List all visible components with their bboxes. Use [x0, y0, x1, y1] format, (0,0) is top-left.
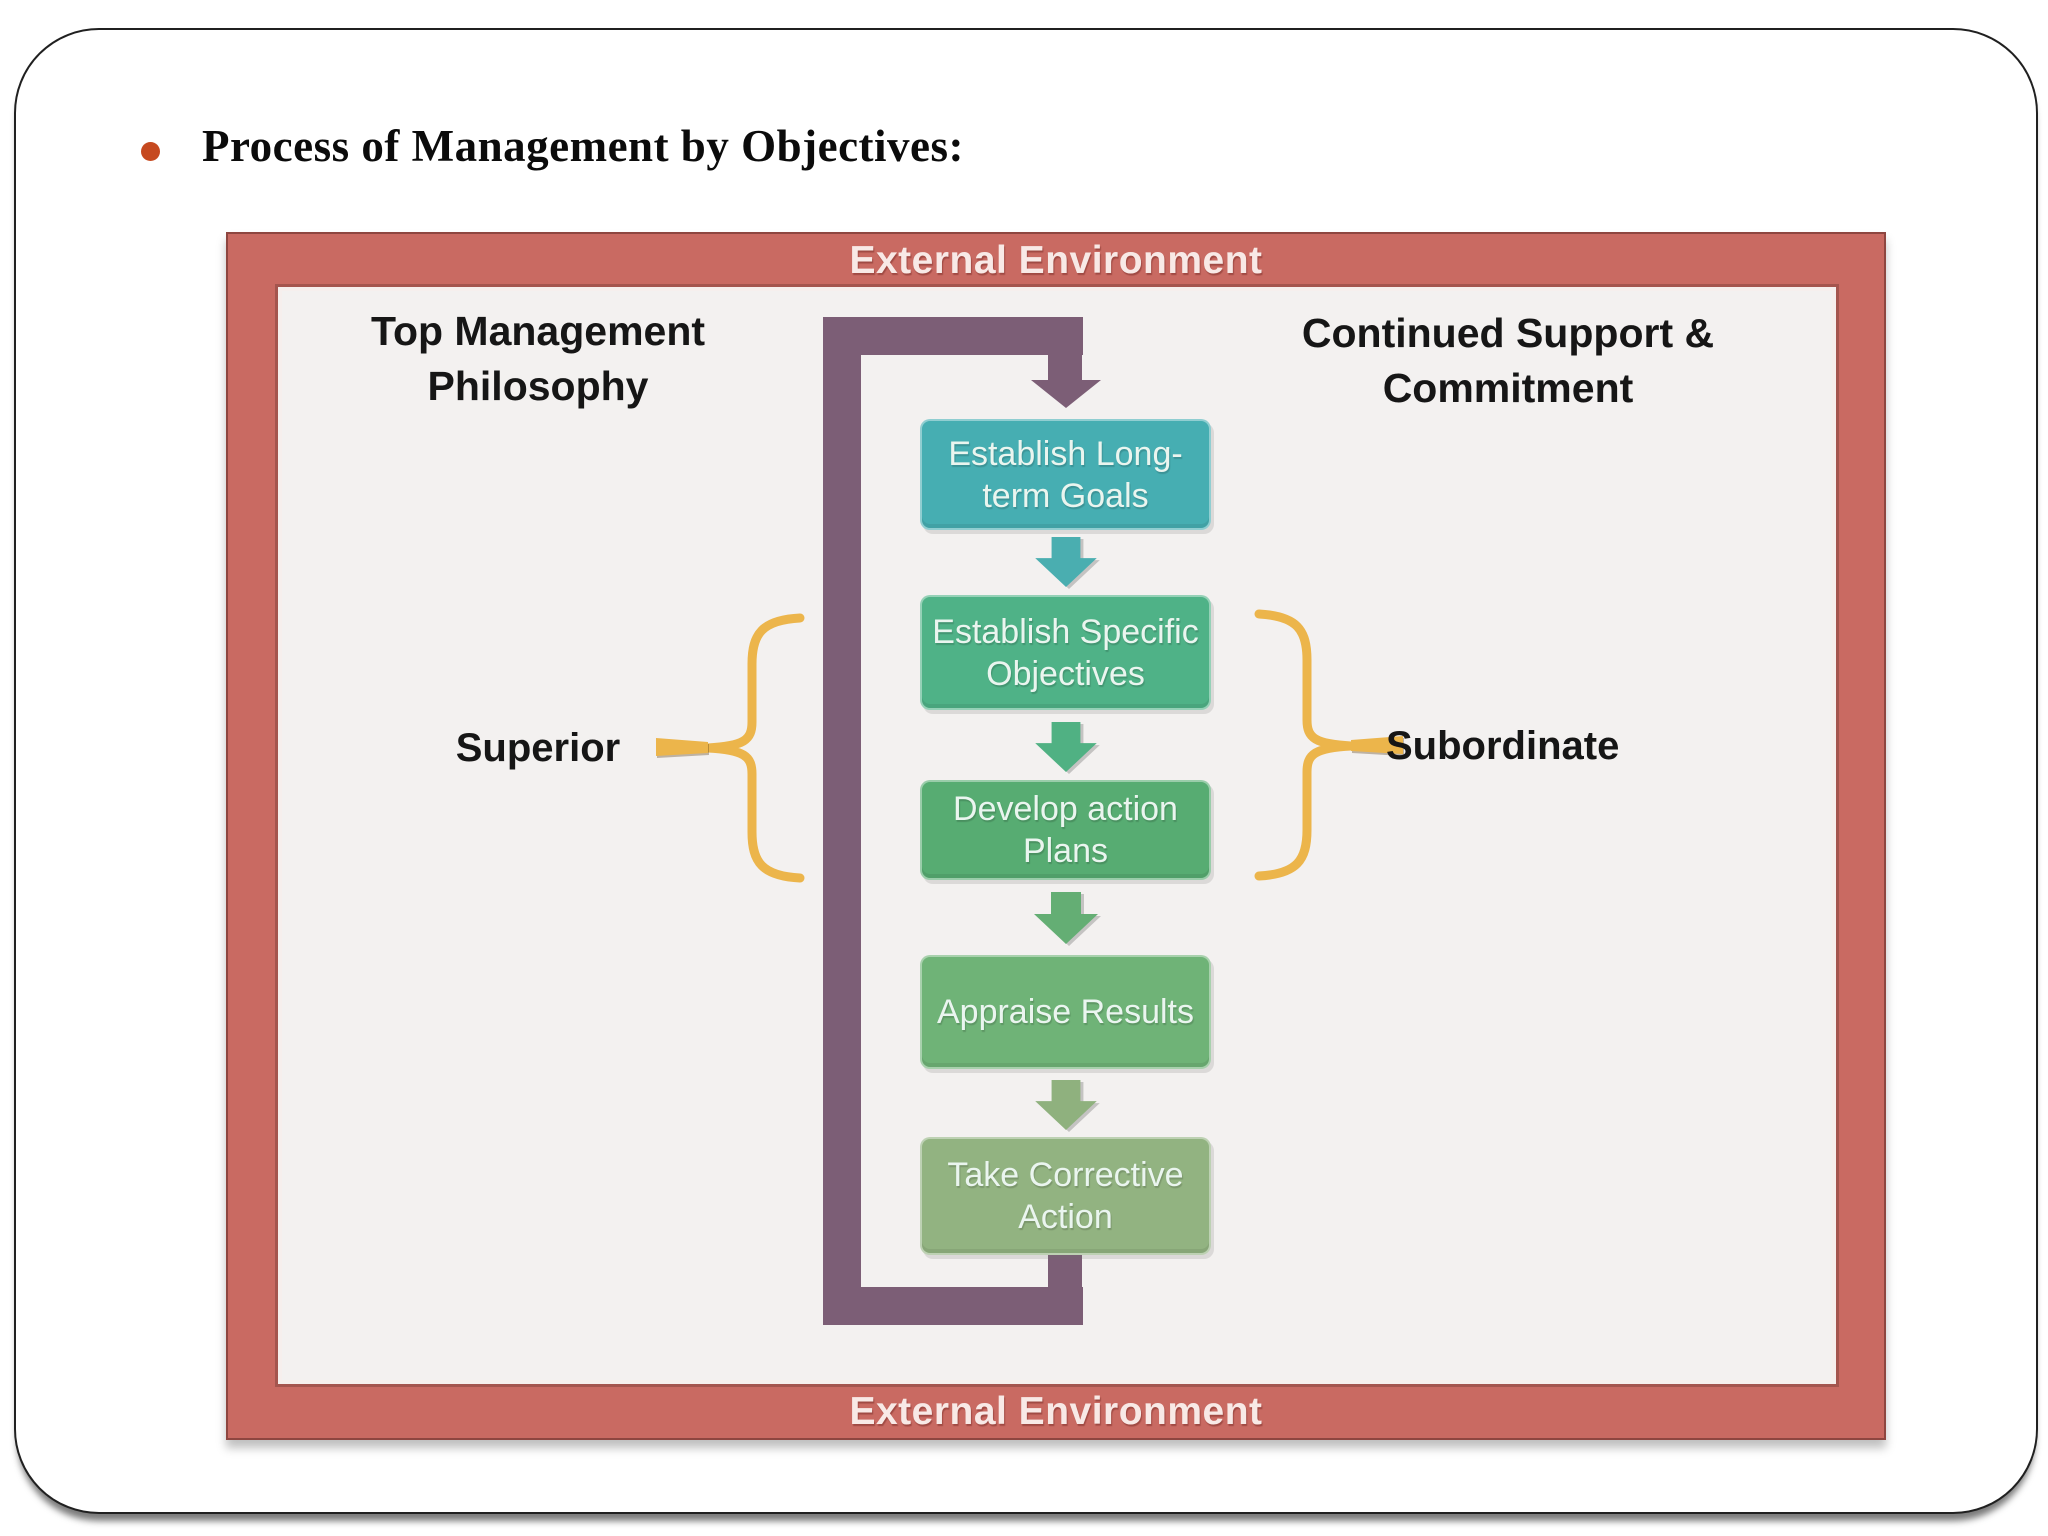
- step-develop-action-plans: Develop action Plans: [920, 780, 1211, 880]
- step-label: Take Corrective Action: [947, 1156, 1184, 1236]
- mbo-process-diagram: External Environment External Environmen…: [226, 232, 1886, 1440]
- external-environment-top-band: External Environment: [849, 239, 1263, 282]
- step-establish-long-term-goals: Establish Long- term Goals: [920, 419, 1211, 530]
- external-environment-bottom-band: External Environment: [849, 1390, 1263, 1433]
- down-arrow-icon: [1035, 537, 1097, 587]
- superior-connector-icon: [656, 738, 708, 756]
- step-label: Establish Specific Objectives: [932, 612, 1199, 693]
- down-arrow-icon: [1035, 722, 1097, 772]
- subordinate-label: Subordinate: [1386, 724, 1620, 768]
- top-management-philosophy-label: Top Management Philosophy: [370, 308, 706, 409]
- step-establish-specific-objectives: Establish Specific Objectives: [920, 595, 1211, 710]
- step-take-corrective-action: Take Corrective Action: [920, 1137, 1211, 1255]
- subordinate-connector-icon: [1351, 736, 1403, 754]
- superior-brace-icon: [707, 613, 805, 883]
- page-title: Process of Management by Objectives:: [202, 121, 964, 171]
- feedback-loop-top-bar: [823, 317, 1083, 355]
- down-arrow-icon: [1035, 1080, 1097, 1130]
- continued-support-commitment-label: Continued Support & Commitment: [1301, 310, 1715, 411]
- feedback-loop-top-shaft: [1048, 352, 1082, 382]
- step-label: Appraise Results: [936, 993, 1194, 1031]
- step-appraise-results: Appraise Results: [920, 955, 1211, 1069]
- step-label: Establish Long- term Goals: [948, 434, 1183, 515]
- feedback-loop-left-bar: [823, 317, 861, 1325]
- down-arrow-icon: [1034, 892, 1098, 944]
- slide: Process of Management by Objectives: Ext…: [14, 28, 2038, 1514]
- step-label: Develop action Plans: [953, 790, 1178, 870]
- feedback-loop-bottom-bar: [823, 1287, 1083, 1325]
- bullet-point: [141, 142, 160, 161]
- superior-label: Superior: [455, 726, 621, 770]
